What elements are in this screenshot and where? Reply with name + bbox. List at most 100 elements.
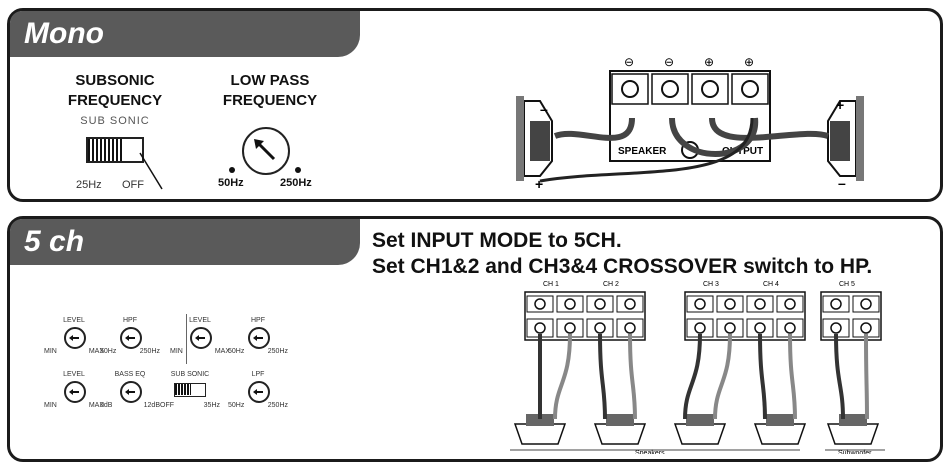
terminal-screw-icon	[534, 322, 546, 334]
speaker-magnet	[766, 414, 794, 426]
terminal-screw-icon	[724, 322, 736, 334]
mono-right-plus: +	[836, 97, 844, 113]
control-max-label: 35Hz	[203, 402, 220, 409]
mono-terminal-polarity-2: ⊖	[664, 55, 674, 69]
control-min-label: 0dB	[100, 402, 113, 409]
mono-terminal-polarity-3: ⊕	[704, 55, 714, 69]
mono-wire-2	[669, 117, 759, 157]
control-knob[interactable]	[120, 381, 142, 403]
speaker-wire	[713, 333, 732, 420]
mono-terminal-screw-icon	[701, 80, 719, 98]
control-knob[interactable]	[248, 381, 270, 403]
mono-right-speaker	[827, 96, 864, 181]
knob-arrow-icon	[253, 335, 263, 341]
five-channel-title-tab: 5 ch	[10, 219, 360, 265]
control-knob[interactable]	[120, 327, 142, 349]
control-title: HPF	[251, 317, 265, 324]
control-min-label: 50Hz	[100, 348, 117, 355]
low-pass-knob[interactable]	[242, 127, 290, 175]
speaker-1	[513, 423, 567, 445]
terminal-screw-icon	[594, 298, 606, 310]
terminal-screw-icon	[594, 322, 606, 334]
speaker-magnet	[606, 414, 634, 426]
channel-label-5: CH 5	[839, 281, 855, 288]
control-title: HPF	[123, 317, 137, 324]
control-bass-eq-5: BASS EQ 0dB 12dB	[100, 371, 160, 421]
control-sub-sonic-6: SUB SONIC OFF 35Hz	[160, 371, 220, 421]
instruction-crossover: Set CH1&2 and CH3&4 CROSSOVER switch to …	[372, 255, 873, 278]
speaker-2	[593, 423, 647, 445]
terminal-screw-icon	[754, 322, 766, 334]
control-knob[interactable]	[64, 381, 86, 403]
subsonic-switch[interactable]	[86, 137, 144, 163]
knob-arrow-icon	[254, 139, 276, 161]
control-title: LEVEL	[189, 317, 211, 324]
control-min-label: MIN	[44, 348, 57, 355]
control-title: LEVEL	[63, 317, 85, 324]
control-min-label: 50Hz	[228, 402, 245, 409]
control-min-label: MIN	[44, 402, 57, 409]
terminal-screw-icon	[860, 298, 872, 310]
speaker-wire	[834, 333, 845, 420]
mono-terminal-screw-icon	[621, 80, 639, 98]
terminal-screw-icon	[724, 298, 736, 310]
mono-terminal-screw-icon	[661, 80, 679, 98]
mono-terminal-screw-icon	[741, 80, 759, 98]
mono-terminal-polarity-1: ⊖	[624, 55, 634, 69]
terminal-screw-icon	[784, 322, 796, 334]
terminal-screw-icon	[830, 322, 842, 334]
speaker-3	[673, 423, 727, 445]
mono-left-plus: +	[535, 176, 543, 191]
low-pass-50hz-label: 50Hz	[218, 177, 244, 189]
subsonic-switch-lever	[88, 139, 122, 161]
mono-terminal-polarity-4: ⊕	[744, 55, 754, 69]
subsonic-25hz-label: 25Hz	[76, 179, 102, 191]
mono-title-tab: Mono	[10, 11, 360, 57]
speakers-label: Speakers	[635, 450, 665, 454]
control-title: BASS EQ	[114, 371, 146, 378]
mono-wire-4	[539, 117, 754, 183]
subsonic-caption: SUB SONIC	[80, 115, 150, 127]
terminal-screw-icon	[860, 322, 872, 334]
low-pass-max-dot	[295, 167, 301, 173]
mono-left-speaker	[516, 96, 553, 181]
control-knob[interactable]	[64, 327, 86, 349]
control-title: LPF	[251, 371, 265, 378]
speaker-wire	[628, 333, 637, 420]
mono-wiring-diagram: ⊖⊖⊕⊕ SPEAKER OUTPUT + – + –	[516, 55, 864, 191]
subsonic-frequency-title: SUBSONIC FREQUENCY	[67, 72, 163, 109]
control-min-label: OFF	[160, 402, 174, 409]
knob-arrow-icon	[69, 335, 79, 341]
control-knob[interactable]	[248, 327, 270, 349]
control-max-label: 12dB	[143, 402, 160, 409]
channel-label-1: CH 1	[543, 281, 559, 288]
mono-panel: Mono SUBSONIC FREQUENCY SUB SONIC 25Hz O…	[7, 8, 943, 202]
speaker-wire	[598, 333, 607, 420]
control-switch[interactable]	[174, 383, 206, 397]
channel-label-2: CH 2	[603, 281, 619, 288]
mono-wire-3	[709, 117, 830, 141]
knob-arrow-icon	[125, 389, 135, 395]
speaker-wire	[788, 333, 797, 420]
control-min-label: 50Hz	[228, 348, 245, 355]
terminal-screw-icon	[624, 298, 636, 310]
control-max-label: MAX	[88, 348, 104, 355]
speaker-5	[826, 423, 880, 445]
subsonic-pointer-line	[139, 152, 163, 190]
speaker-wire	[758, 333, 767, 420]
terminal-screw-icon	[754, 298, 766, 310]
terminal-screw-icon	[624, 322, 636, 334]
knob-arrow-icon	[125, 335, 135, 341]
speaker-magnet	[839, 414, 867, 426]
control-knob[interactable]	[190, 327, 212, 349]
terminal-screw-icon	[830, 298, 842, 310]
terminal-screw-icon	[784, 298, 796, 310]
control-title: SUB SONIC	[170, 371, 210, 378]
terminal-screw-icon	[564, 298, 576, 310]
channel-label-4: CH 4	[763, 281, 779, 288]
